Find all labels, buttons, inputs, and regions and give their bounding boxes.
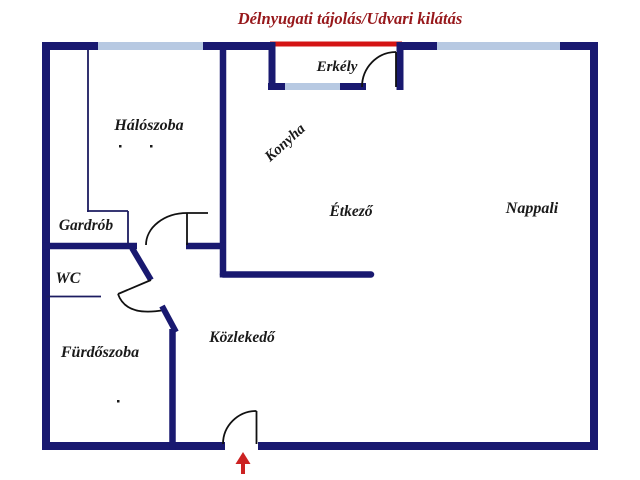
balcony-door-swing-arc — [361, 51, 397, 88]
ceiling-dot — [117, 400, 120, 403]
ceiling-dot — [119, 145, 122, 148]
room-label-bedroom: Hálószoba — [113, 117, 183, 134]
room-label-wc: WC — [56, 270, 81, 287]
wc-door-line — [117, 279, 152, 295]
room-label-kitchen: Konyha — [261, 121, 309, 166]
room-label-livingroom: Nappali — [505, 200, 559, 217]
bathroom-door-leaf — [159, 304, 179, 334]
hall-door-swing-arc — [145, 212, 188, 246]
entrance-door-swing-arc — [222, 410, 257, 445]
room-label-hallway: Közlekedő — [208, 329, 276, 346]
wc-door-swing-arc — [117, 293, 165, 313]
entrance-arrow-icon — [235, 452, 251, 474]
room-label-dining: Étkező — [328, 203, 373, 220]
room-label-bathroom: Fürdőszoba — [60, 344, 139, 361]
room-label-balcony: Erkély — [316, 59, 358, 75]
wardrobe-door-leaf — [129, 246, 154, 282]
ceiling-dot — [150, 145, 153, 148]
page-title: Délnyugati tájolás/Udvari kilátás — [237, 9, 463, 28]
room-label-wardrobe: Gardrób — [59, 217, 114, 234]
entrance-arrow-head — [235, 452, 251, 464]
